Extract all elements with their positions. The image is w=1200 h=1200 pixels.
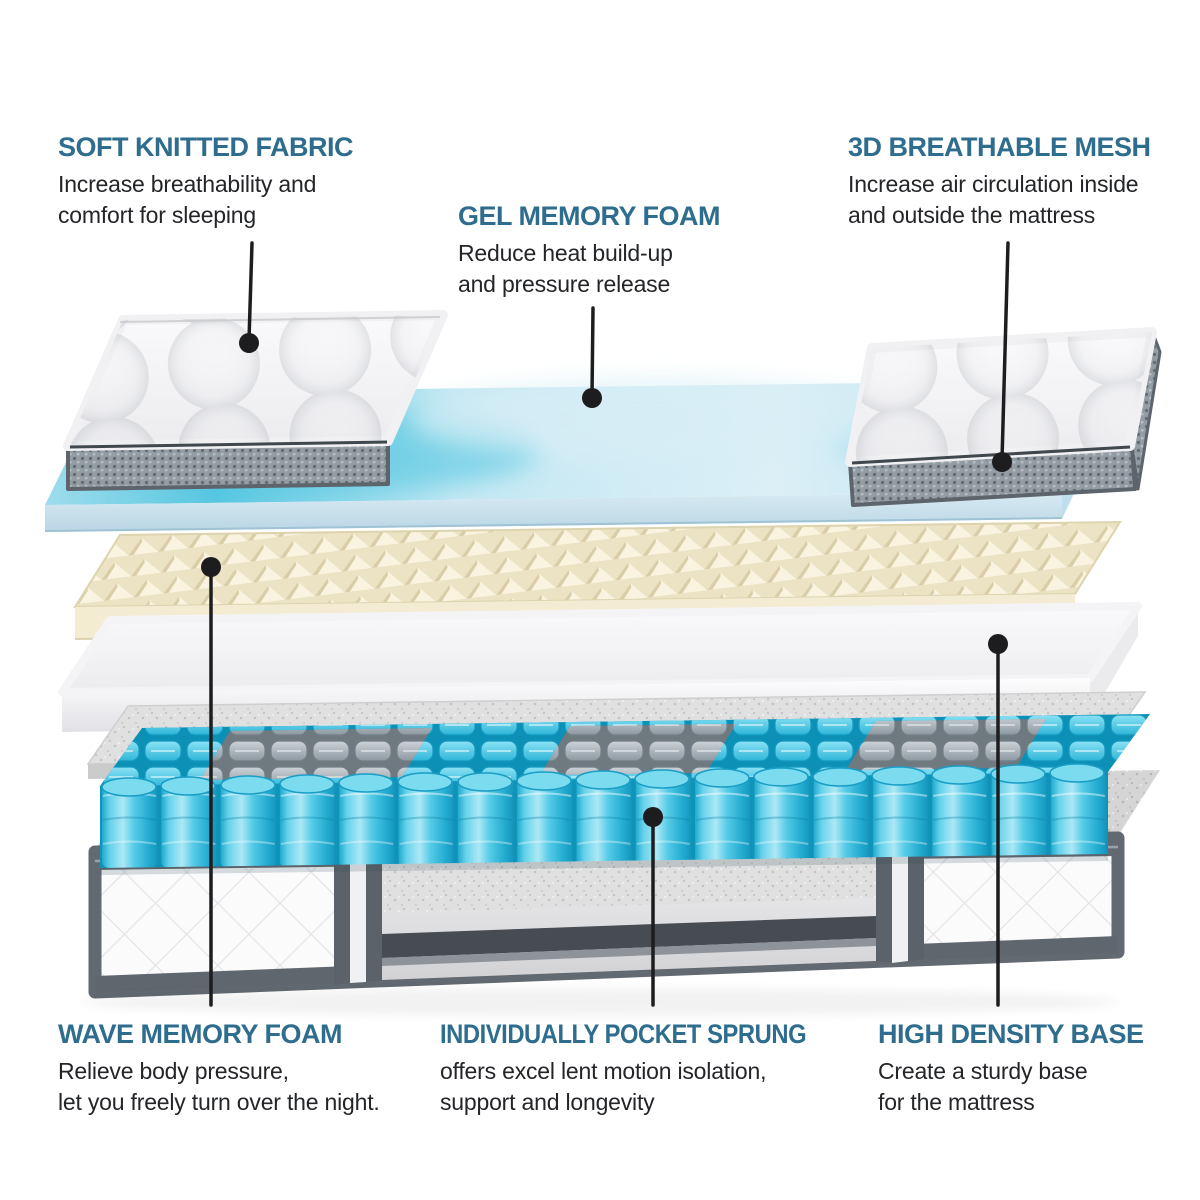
pointer-line-soft-knitted-fabric bbox=[247, 241, 254, 342]
pointer-dot-soft-knitted-fabric bbox=[239, 333, 259, 353]
layer-3d-breathable-mesh-topper-right bbox=[845, 327, 1162, 507]
pointer-dot-high-density-base bbox=[988, 634, 1008, 654]
callout-description: Increase breathability and comfort for s… bbox=[58, 171, 317, 228]
callout-description: Increase air circulation inside and outs… bbox=[848, 171, 1139, 228]
gray-spring-patches bbox=[200, 719, 1046, 780]
callout-individually-pocket-sprung: INDIVIDUALLY POCKET SPRUNG offers excel … bbox=[440, 1019, 856, 1117]
callout-3d-breathable-mesh: 3D BREATHABLE MESH Increase air circulat… bbox=[848, 132, 1151, 230]
pointer-dot-individually-pocket-sprung bbox=[643, 807, 663, 827]
pointer-dot-wave-memory-foam bbox=[201, 557, 221, 577]
callout-title: GEL MEMORY FOAM bbox=[458, 201, 721, 231]
callout-title: 3D BREATHABLE MESH bbox=[848, 132, 1151, 162]
callout-soft-knitted-fabric: SOFT KNITTED FABRIC Increase breathabili… bbox=[58, 132, 354, 230]
callout-wave-memory-foam: WAVE MEMORY FOAM Relieve body pressure, … bbox=[58, 1019, 380, 1117]
pointer-dot-gel-memory-foam bbox=[582, 388, 602, 408]
callout-title: INDIVIDUALLY POCKET SPRUNG bbox=[440, 1019, 807, 1049]
callout-title: HIGH DENSITY BASE bbox=[878, 1019, 1144, 1049]
callout-gel-memory-foam: GEL MEMORY FOAM Reduce heat build-up and… bbox=[458, 201, 721, 299]
pointer-lines bbox=[209, 241, 1010, 1007]
callout-title: SOFT KNITTED FABRIC bbox=[58, 132, 354, 162]
pointer-dots bbox=[201, 333, 1012, 827]
layer-soft-knitted-fabric-topper-left bbox=[63, 310, 448, 491]
callout-high-density-base: HIGH DENSITY BASE Create a sturdy base f… bbox=[878, 1019, 1144, 1117]
callout-description: Reduce heat build-up and pressure releas… bbox=[458, 240, 673, 297]
pointer-dot-3d-breathable-mesh bbox=[992, 452, 1012, 472]
pointer-line-gel-memory-foam bbox=[590, 306, 595, 398]
callout-description: Relieve body pressure, let you freely tu… bbox=[58, 1058, 380, 1115]
layer-pocket-springs bbox=[100, 714, 1150, 875]
callout-description: offers excel lent motion isolation, supp… bbox=[440, 1058, 767, 1115]
pointer-line-3d-breathable-mesh bbox=[1000, 241, 1010, 462]
callout-description: Create a sturdy base for the mattress bbox=[878, 1058, 1088, 1115]
callout-title: WAVE MEMORY FOAM bbox=[58, 1019, 343, 1049]
coil-tops bbox=[101, 763, 1105, 797]
